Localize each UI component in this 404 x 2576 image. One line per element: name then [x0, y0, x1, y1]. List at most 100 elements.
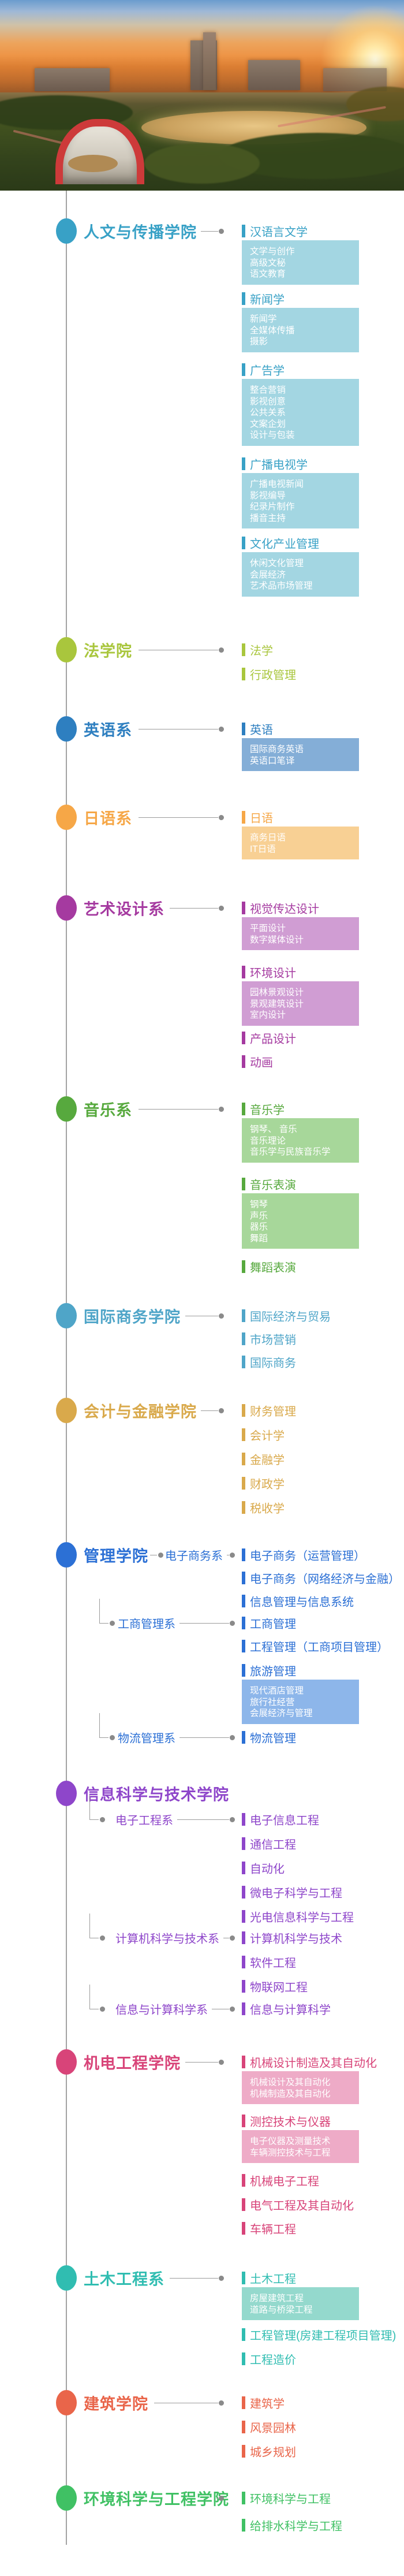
- major-bar: [242, 2174, 245, 2187]
- dept-elbow-dot: [109, 1734, 115, 1740]
- specialization-item: IT日语: [250, 844, 276, 854]
- major-bar: [242, 537, 245, 549]
- building-silhouette: [248, 60, 300, 90]
- major-label: 给排水科学与工程: [250, 2520, 342, 2533]
- major-bar: [242, 2222, 245, 2235]
- major-label: 环境科学与工程: [250, 2493, 331, 2506]
- major-bar: [242, 1332, 245, 1345]
- specialization-item: 机械设计及其自动化: [250, 2078, 331, 2087]
- major-bar: [242, 1103, 245, 1115]
- dept-elbow-dot: [99, 2006, 105, 2012]
- specialization-item: 文学与创作: [250, 247, 295, 256]
- major-label: 新闻学: [250, 293, 285, 307]
- specialization-item: 设计与包装: [250, 430, 295, 440]
- college-dot: [56, 895, 77, 921]
- major-bar: [242, 1664, 245, 1677]
- specializations-box: 园林景观设计景观建筑设计室内设计: [242, 981, 359, 1026]
- major-label: 日语: [250, 812, 273, 825]
- major-bar: [242, 2445, 245, 2458]
- dept-elbow-vertical: [89, 1795, 90, 1819]
- major-label: 市场营销: [250, 1334, 296, 1347]
- major-label: 电子信息工程: [250, 1814, 319, 1827]
- dept-elbow-horizontal: [99, 1623, 109, 1624]
- specialization-item: 旅行社经营: [250, 1697, 295, 1707]
- dept-label: 电子工程系: [115, 1814, 173, 1827]
- specialization-item: 电子仪器及测量技术: [250, 2136, 331, 2146]
- major-bar: [242, 2002, 245, 2015]
- specializations-box: 广播电视新闻影视编导纪录片制作播音主持: [242, 473, 359, 528]
- college-major-line: [185, 2062, 218, 2063]
- major-label: 财政学: [250, 1478, 285, 1491]
- college-major-dot: [218, 2059, 224, 2065]
- college-major-line: [201, 1410, 218, 1411]
- college-dot: [56, 805, 77, 830]
- college-dot: [56, 218, 77, 244]
- major-bar: [242, 2396, 245, 2409]
- dept-elbow-vertical: [99, 1599, 100, 1623]
- dept-elbow-vertical: [89, 1914, 90, 1938]
- major-label: 法学: [250, 645, 273, 658]
- college-dot: [56, 2049, 77, 2075]
- major-bar: [242, 2198, 245, 2211]
- college-dot: [56, 1542, 77, 1568]
- college-major-dot: [218, 1408, 224, 1413]
- major-label: 金融学: [250, 1454, 285, 1467]
- major-bar: [242, 966, 245, 978]
- specialization-item: 机械制造及其自动化: [250, 2089, 331, 2099]
- major-bar: [242, 668, 245, 680]
- major-label: 旅游管理: [250, 1665, 296, 1678]
- specialization-item: 公共关系: [250, 408, 286, 418]
- major-bar: [242, 2272, 245, 2284]
- major-bar: [242, 1501, 245, 1514]
- major-bar: [242, 1595, 245, 1607]
- dept-label: 信息与计算科学系: [115, 2004, 208, 2017]
- major-label: 产品设计: [250, 1033, 296, 1046]
- major-label: 车辆工程: [250, 2223, 296, 2236]
- specialization-item: 器乐: [250, 1222, 268, 1232]
- dept-major-dot: [229, 1935, 235, 1941]
- college-title: 环境科学与工程学院: [84, 2491, 229, 2508]
- major-label: 信息管理与信息系统: [250, 1596, 354, 1609]
- major-bar: [242, 2352, 245, 2365]
- specialization-item: 高级文秘: [250, 258, 286, 268]
- major-bar: [242, 1837, 245, 1850]
- specialization-item: 室内设计: [250, 1010, 286, 1020]
- college-major-dot: [218, 2275, 224, 2281]
- major-bar: [242, 1980, 245, 1993]
- college-dot: [56, 2485, 77, 2511]
- college-dot: [56, 1781, 77, 1806]
- major-label: 英语: [250, 724, 273, 737]
- specialization-item: 景观建筑设计: [250, 999, 304, 1009]
- major-bar: [242, 292, 245, 305]
- major-bar: [242, 1428, 245, 1441]
- specializations-box: 文学与创作高级文秘语文教育: [242, 240, 359, 285]
- college-title: 日语系: [84, 810, 132, 828]
- major-label: 机械设计制造及其自动化: [250, 2057, 377, 2070]
- major-label: 电子商务（运营管理）: [250, 1550, 365, 1563]
- college-major-line: [139, 817, 218, 818]
- college-major-dot: [218, 647, 224, 653]
- major-label: 风景园林: [250, 2422, 296, 2435]
- dept-label: 计算机科学与技术系: [115, 1933, 219, 1946]
- major-bar: [242, 1862, 245, 1874]
- major-bar: [242, 1356, 245, 1368]
- specialization-item: 车辆测控技术与工程: [250, 2147, 331, 2158]
- major-label: 城乡规划: [250, 2446, 296, 2459]
- specialization-item: 摄影: [250, 337, 268, 347]
- dept-elbow-vertical: [99, 1713, 100, 1737]
- dept-elbow-dot: [109, 1620, 115, 1626]
- college-title: 信息科学与技术学院: [84, 1786, 229, 1804]
- major-bar: [242, 1178, 245, 1190]
- major-label: 物联网工程: [250, 1981, 308, 1994]
- major-label: 音乐学: [250, 1104, 285, 1117]
- college-title: 英语系: [84, 721, 132, 739]
- major-bar: [242, 1617, 245, 1629]
- major-label: 工商管理: [250, 1618, 296, 1631]
- college-major-dot: [218, 228, 224, 234]
- college-major-dot: [218, 2400, 224, 2406]
- specializations-box: 国际商务英语英语口笔译: [242, 738, 359, 771]
- specialization-item: 艺术品市场管理: [250, 581, 313, 591]
- major-label: 微电子科学与工程: [250, 1887, 342, 1900]
- major-label: 信息与计算科学: [250, 2004, 331, 2017]
- amphitheater-stage: [68, 155, 118, 172]
